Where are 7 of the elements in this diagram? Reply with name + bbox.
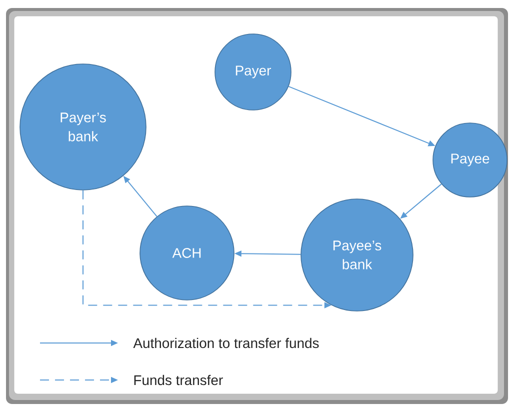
legend-text: Authorization to transfer funds	[133, 338, 319, 348]
circle-node: Payer’s bank	[20, 64, 146, 190]
circle-node: ACH	[140, 206, 234, 300]
legend-text: Funds transfer	[134, 374, 223, 386]
circle-node: Payer	[214, 34, 292, 110]
circle-node: Payee	[432, 122, 508, 198]
circle-node: Payee’s bank	[300, 198, 414, 312]
